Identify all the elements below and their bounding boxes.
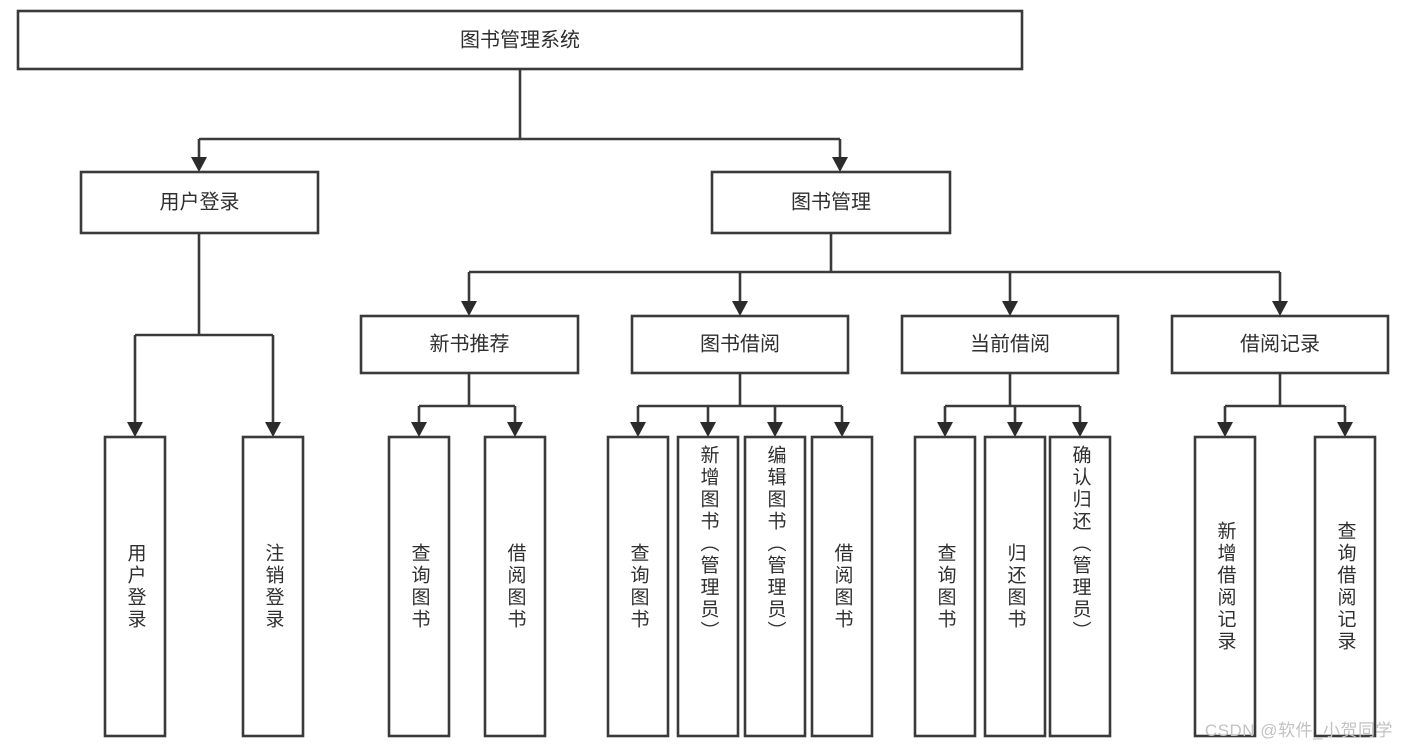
node-root-label: 图书管理系统	[460, 28, 580, 51]
node-leaf-user-login-box[interactable]	[103, 435, 167, 738]
node-leaf-edit-book-admin-box[interactable]	[743, 435, 807, 738]
connector-group-borrow-record	[1217, 373, 1353, 437]
leaf-boxes	[103, 435, 1377, 738]
node-book-manage[interactable]: 图书管理	[710, 170, 952, 235]
csdn-watermark: CSDN @软件_小贺同学	[1204, 721, 1393, 740]
arrow-head-book-borrow	[732, 301, 748, 316]
node-leaf-add-book-admin-box[interactable]	[676, 435, 740, 738]
arrow-head-user-login	[191, 157, 207, 172]
node-leaf-query-book-cur-box[interactable]	[913, 435, 977, 738]
node-leaf-add-borrow-record-box[interactable]	[1193, 435, 1257, 738]
node-user-login[interactable]: 用户登录	[79, 170, 320, 235]
arrow-head-leaf-user-login	[127, 422, 143, 437]
node-borrow-record-label: 借阅记录	[1240, 332, 1320, 355]
connector-group-user-login	[127, 233, 281, 437]
arrow-head-leaf-confirm-return-admin	[1072, 422, 1088, 437]
node-leaf-borrow-book-box[interactable]	[810, 435, 874, 738]
node-leaf-return-book-box[interactable]	[983, 435, 1047, 738]
node-book-borrow[interactable]: 图书借阅	[630, 314, 850, 375]
connector-group-root	[191, 69, 848, 172]
arrow-head-leaf-return-book	[1007, 422, 1023, 437]
node-current-borrow[interactable]: 当前借阅	[900, 314, 1120, 375]
node-leaf-query-book-rec-box[interactable]	[387, 435, 451, 738]
node-leaf-confirm-return-admin-box[interactable]	[1048, 435, 1112, 738]
node-current-borrow-box[interactable]	[900, 314, 1120, 375]
node-book-manage-label: 图书管理	[791, 190, 871, 213]
arrow-head-leaf-query-borrow-record	[1337, 422, 1353, 437]
connector-group-book-borrow	[630, 373, 850, 437]
node-borrow-record[interactable]: 借阅记录	[1170, 314, 1390, 375]
node-book-manage-box[interactable]	[710, 170, 952, 235]
node-root[interactable]: 图书管理系统	[16, 9, 1024, 71]
node-current-borrow-label: 当前借阅	[970, 332, 1050, 355]
arrow-head-leaf-logout-login	[265, 422, 281, 437]
arrow-head-leaf-borrow-book	[834, 422, 850, 437]
connector-group-current-borrow	[937, 373, 1088, 437]
node-new-book-recommend[interactable]: 新书推荐	[359, 314, 580, 375]
node-leaf-logout-login-box[interactable]	[241, 435, 305, 738]
connector-group-book-manage	[461, 233, 1288, 316]
node-leaf-query-borrow-record-box[interactable]	[1313, 435, 1377, 738]
node-root-box[interactable]	[16, 9, 1024, 71]
arrow-head-leaf-add-book-admin	[700, 422, 716, 437]
arrow-head-leaf-add-borrow-record	[1217, 422, 1233, 437]
arrow-head-borrow-record	[1272, 301, 1288, 316]
node-user-login-label: 用户登录	[160, 190, 240, 213]
arrow-head-leaf-query-book-cur	[937, 422, 953, 437]
node-book-borrow-box[interactable]	[630, 314, 850, 375]
node-user-login-box[interactable]	[79, 170, 320, 235]
arrow-head-leaf-query-book-rec	[411, 422, 427, 437]
node-book-borrow-label: 图书借阅	[700, 332, 780, 355]
node-new-book-recommend-box[interactable]	[359, 314, 580, 375]
arrow-head-current-borrow	[1002, 301, 1018, 316]
connector-group-new-book-recommend	[411, 373, 523, 437]
node-leaf-borrow-book-rec-box[interactable]	[483, 435, 547, 738]
arrow-head-leaf-borrow-book-rec	[507, 422, 523, 437]
node-borrow-record-box[interactable]	[1170, 314, 1390, 375]
arrow-head-book-manage	[832, 157, 848, 172]
arrow-head-new-book-recommend	[461, 301, 477, 316]
arrow-head-leaf-edit-book-admin	[767, 422, 783, 437]
node-leaf-query-book-borrow-box[interactable]	[606, 435, 670, 738]
node-new-book-recommend-label: 新书推荐	[430, 332, 510, 355]
arrow-head-leaf-query-book-borrow	[630, 422, 646, 437]
